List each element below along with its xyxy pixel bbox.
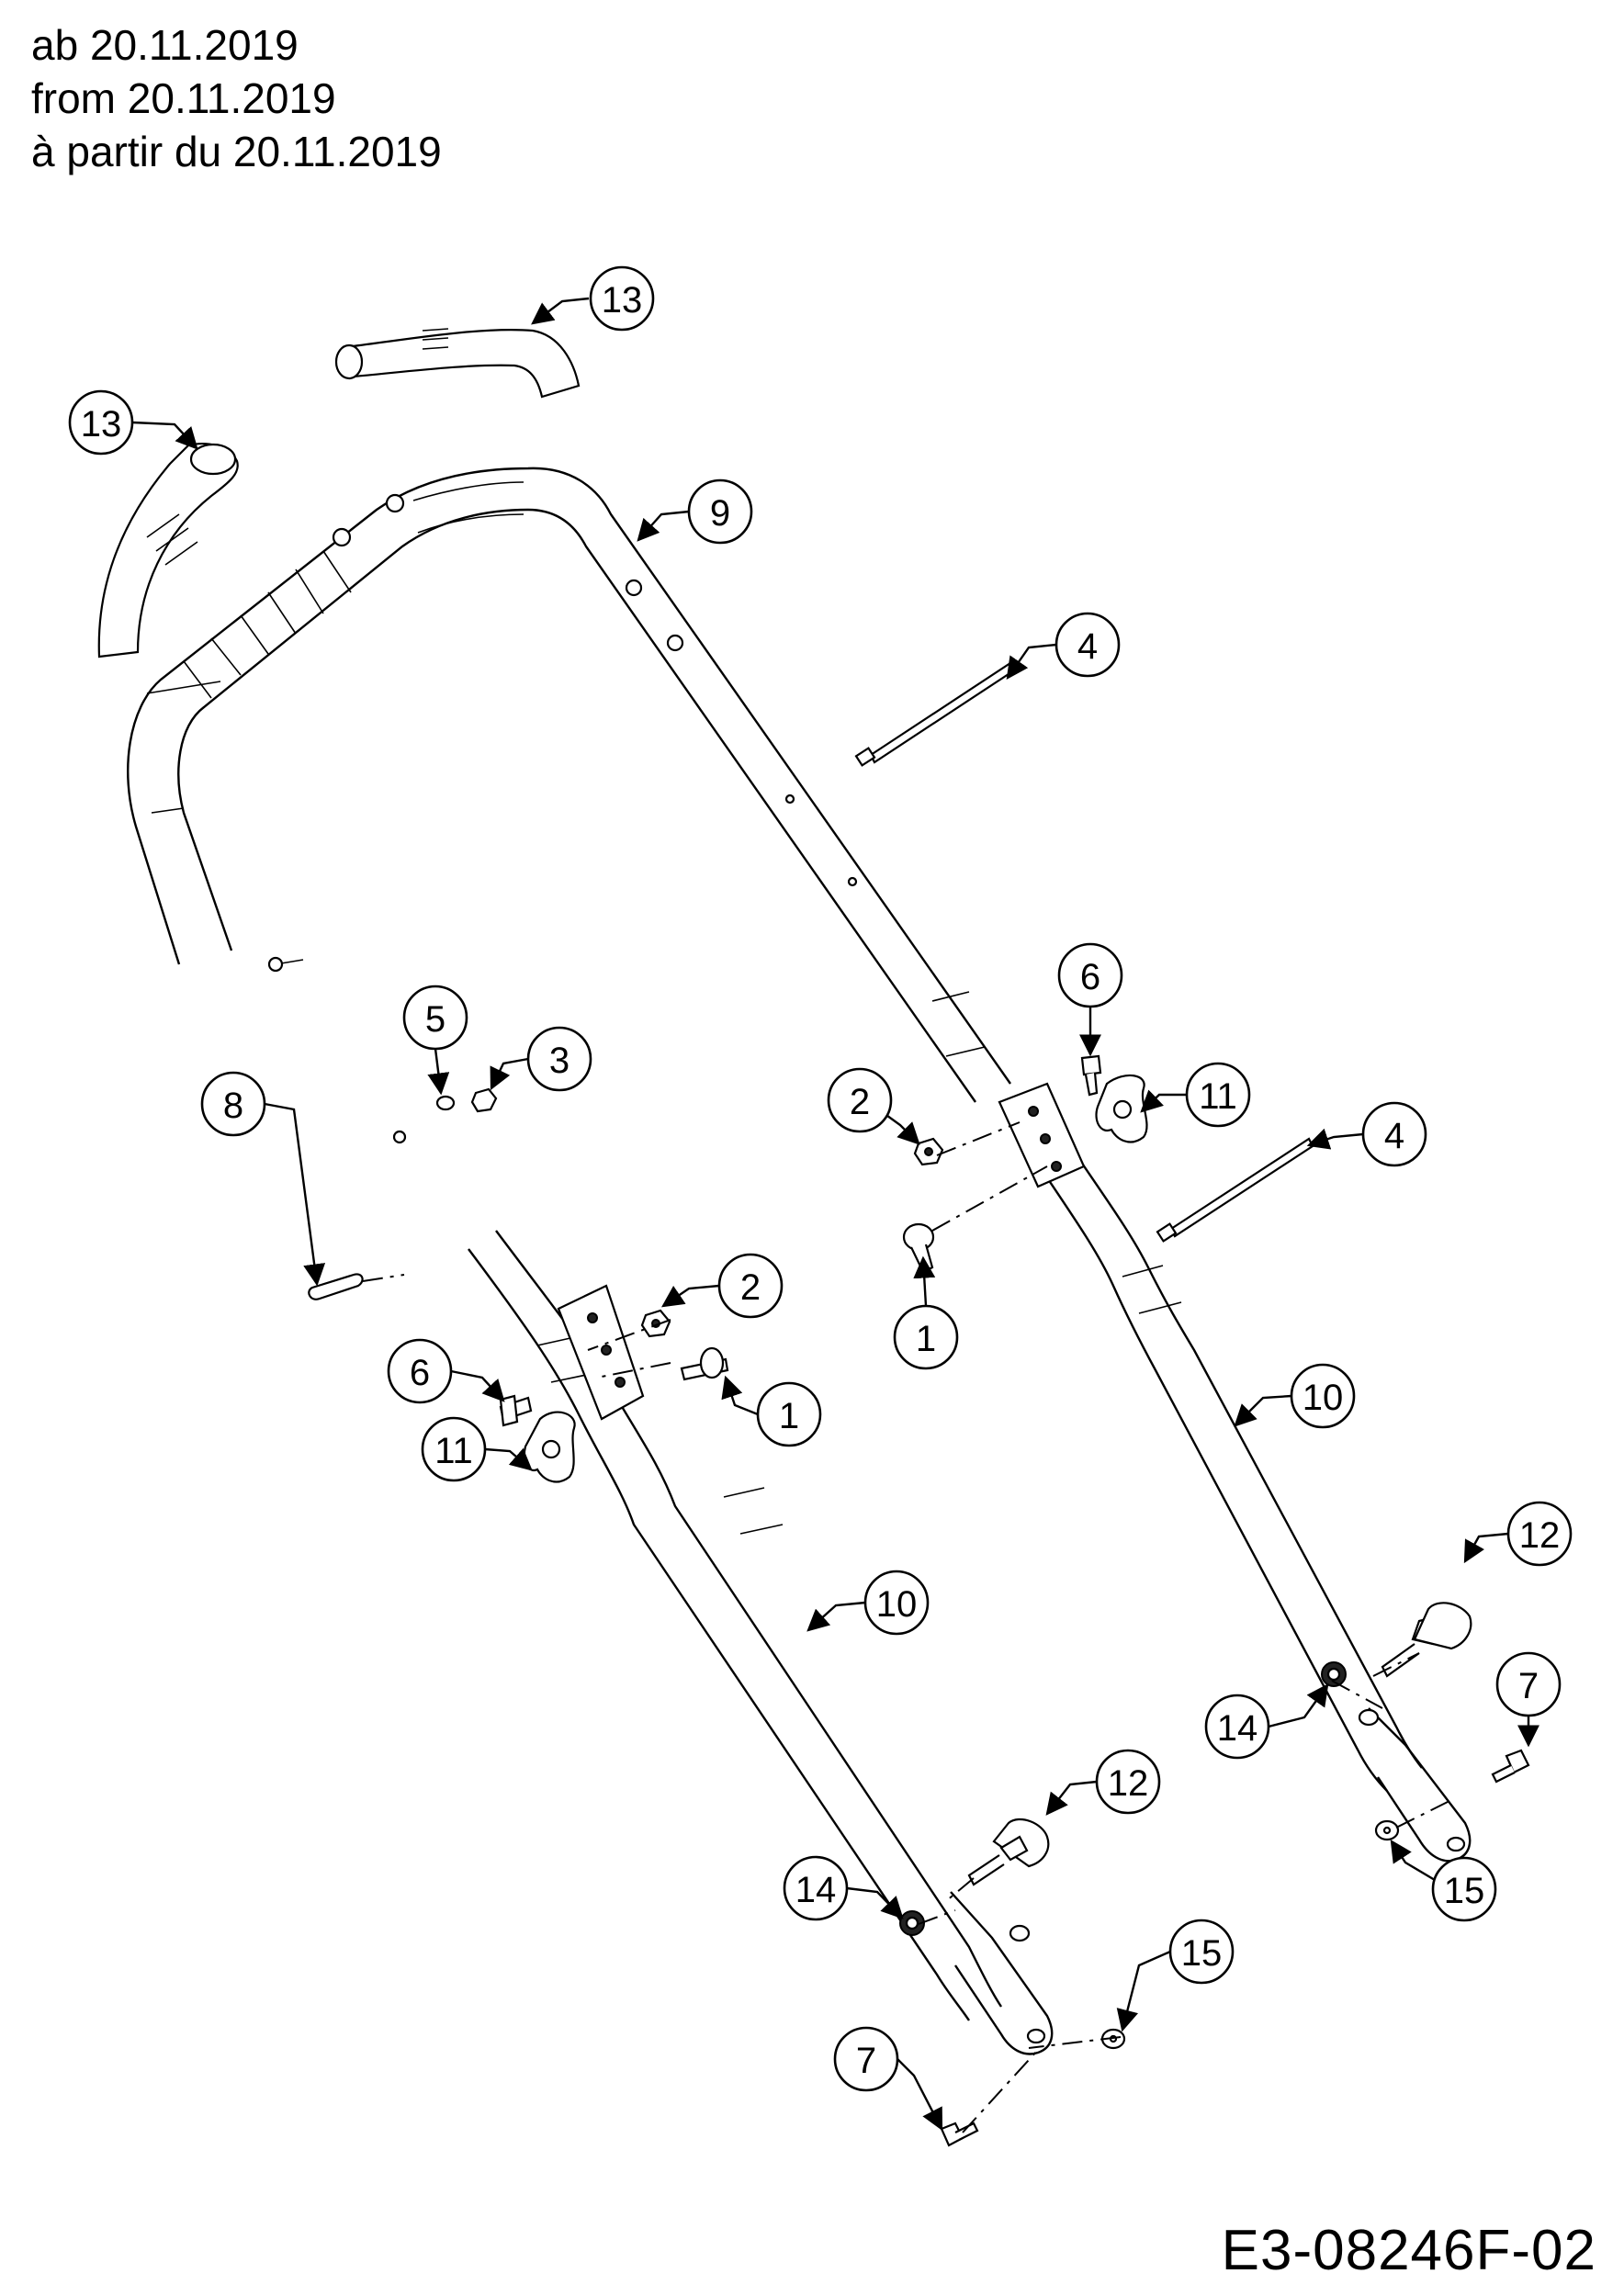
right-hinge-bracket	[998, 1082, 1086, 1188]
callout-2-nut-right: 2	[827, 1067, 893, 1133]
callout-label: 3	[549, 1041, 570, 1081]
upper-handle-part	[127, 467, 1011, 1144]
bolt-part-7-left	[940, 2122, 979, 2147]
validity-date-german: ab 20.11.2019	[31, 21, 299, 69]
clamp-knob-right	[1381, 1602, 1472, 1678]
validity-date-french: à partir du 20.11.2019	[31, 128, 442, 175]
callout-label: 1	[779, 1396, 799, 1436]
callout-label: 4	[1384, 1116, 1404, 1156]
callout-6-screw-right: 6	[1057, 942, 1123, 1008]
cable-tie-upper	[854, 661, 1016, 767]
callout-label: 12	[1108, 1763, 1149, 1804]
callout-label: 4	[1077, 626, 1098, 667]
callout-label: 7	[1518, 1666, 1539, 1706]
callout-2-nut-left: 2	[717, 1253, 784, 1319]
callout-label: 15	[1444, 1871, 1485, 1911]
callout-11-knob-left: 11	[421, 1416, 487, 1482]
callout-label: 9	[710, 493, 730, 534]
callout-label: 6	[410, 1353, 430, 1393]
callout-6-screw-left: 6	[387, 1338, 453, 1404]
callout-label: 6	[1080, 957, 1100, 997]
screw-part-6-left	[499, 1394, 533, 1427]
assembly-axis-lines	[362, 1121, 1452, 2133]
leader-lines	[131, 297, 1539, 2132]
callout-label: 10	[876, 1584, 918, 1625]
callout-15-washer-left: 15	[1168, 1919, 1235, 1985]
callout-11-knob-right: 11	[1185, 1062, 1251, 1128]
lock-nut-left	[640, 1309, 671, 1338]
callout-label: 15	[1181, 1933, 1223, 1974]
cable-clip-part	[308, 1273, 364, 1300]
callout-label: 5	[425, 999, 445, 1040]
cable-tie-lower	[1156, 1137, 1314, 1243]
callout-12-clamp-knob-left: 12	[1095, 1749, 1161, 1815]
callout-label: 7	[856, 2041, 876, 2081]
callout-7-bolt-right: 7	[1495, 1651, 1562, 1717]
callout-label: 11	[434, 1431, 473, 1471]
nut-part-3	[470, 1087, 498, 1113]
callout-4-cable-tie-lower: 4	[1361, 1101, 1427, 1167]
callout-1-bolt-left: 1	[756, 1381, 822, 1447]
callout-15-washer-right: 15	[1431, 1856, 1497, 1922]
callout-label: 1	[916, 1319, 936, 1359]
star-knob-left	[523, 1411, 576, 1483]
bolt-part-7-right	[1491, 1749, 1530, 1784]
carriage-bolt-right	[902, 1222, 935, 1274]
callout-13-grip-upper: 13	[589, 265, 655, 332]
washer-part-5	[435, 1095, 456, 1111]
carriage-bolt-left	[680, 1346, 729, 1381]
callout-8-cable-clip: 8	[200, 1071, 266, 1137]
washer-part-15-right	[1374, 1819, 1400, 1841]
callout-12-clamp-knob-right: 12	[1506, 1501, 1573, 1567]
bushing-left	[899, 1910, 925, 1936]
callout-3-nut: 3	[526, 1026, 592, 1092]
validity-date-english: from 20.11.2019	[31, 74, 336, 122]
callout-label: 14	[795, 1870, 837, 1910]
star-knob-right	[1095, 1074, 1148, 1143]
callout-13-grip-left: 13	[68, 389, 134, 456]
callout-label: 11	[1199, 1076, 1237, 1117]
screw-part-6-right	[1080, 1054, 1102, 1097]
callout-label: 13	[602, 280, 643, 321]
document-code: E3-08246F-02	[1221, 2219, 1596, 2282]
validity-header: ab 20.11.2019 from 20.11.2019 à partir d…	[31, 18, 442, 178]
lock-nut-right	[913, 1137, 944, 1166]
callout-9-upper-handle: 9	[687, 478, 753, 545]
callout-label: 14	[1217, 1708, 1258, 1749]
callout-7-bolt-left: 7	[833, 2026, 899, 2092]
callout-label: 10	[1303, 1378, 1344, 1418]
callout-label: 13	[81, 404, 122, 445]
left-hinge-bracket	[557, 1284, 645, 1421]
callout-14-bushing-right: 14	[1204, 1694, 1270, 1760]
clamp-knob-left	[967, 1818, 1050, 1886]
grip-cover-left	[97, 443, 239, 658]
grip-cover-upper	[334, 328, 581, 399]
callout-10-lower-handle-right: 10	[1290, 1363, 1356, 1429]
bushing-right	[1321, 1661, 1347, 1687]
callout-1-bolt-right: 1	[893, 1304, 959, 1370]
callout-label: 2	[850, 1082, 870, 1122]
callout-label: 8	[223, 1086, 243, 1126]
callout-14-bushing-left: 14	[783, 1855, 849, 1921]
lower-handle-left-part	[468, 1230, 1054, 2055]
callout-5-washer: 5	[402, 985, 468, 1051]
callout-label: 2	[740, 1267, 761, 1308]
callout-10-lower-handle-left: 10	[863, 1570, 930, 1636]
callout-label: 12	[1519, 1515, 1561, 1556]
callout-4-cable-tie-upper: 4	[1054, 612, 1121, 678]
